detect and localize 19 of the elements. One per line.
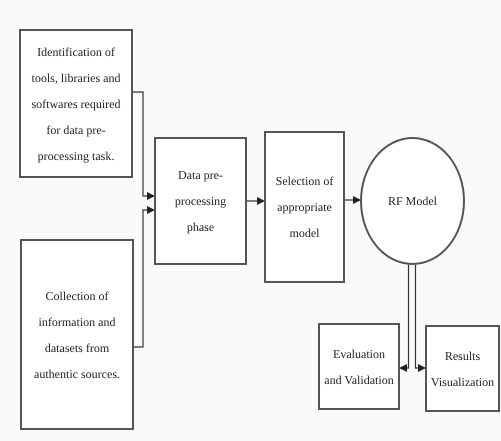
arrow [399,264,410,372]
process-box [19,29,133,178]
process-box [20,239,134,430]
arrow [134,206,155,348]
arrow [345,196,361,204]
arrow [247,197,265,205]
arrow [414,264,426,372]
process-box [264,131,345,283]
node-label: Identification of tools, libraries and softwares required for data pre-processing task. [30,44,122,165]
node-label: RF Model [388,193,437,210]
process-box [318,323,400,410]
process-box [425,325,500,412]
node-label: Collection of information and datasets from authentic sources. [34,288,120,382]
node-label: Results Visualization [430,348,494,390]
node-label: Data pre-processing phase [174,167,228,236]
node-label: Evaluation and Validation [324,346,394,388]
arrow [133,91,155,200]
process-box [154,137,247,265]
node-label: Selection of appropriate model [274,173,334,242]
